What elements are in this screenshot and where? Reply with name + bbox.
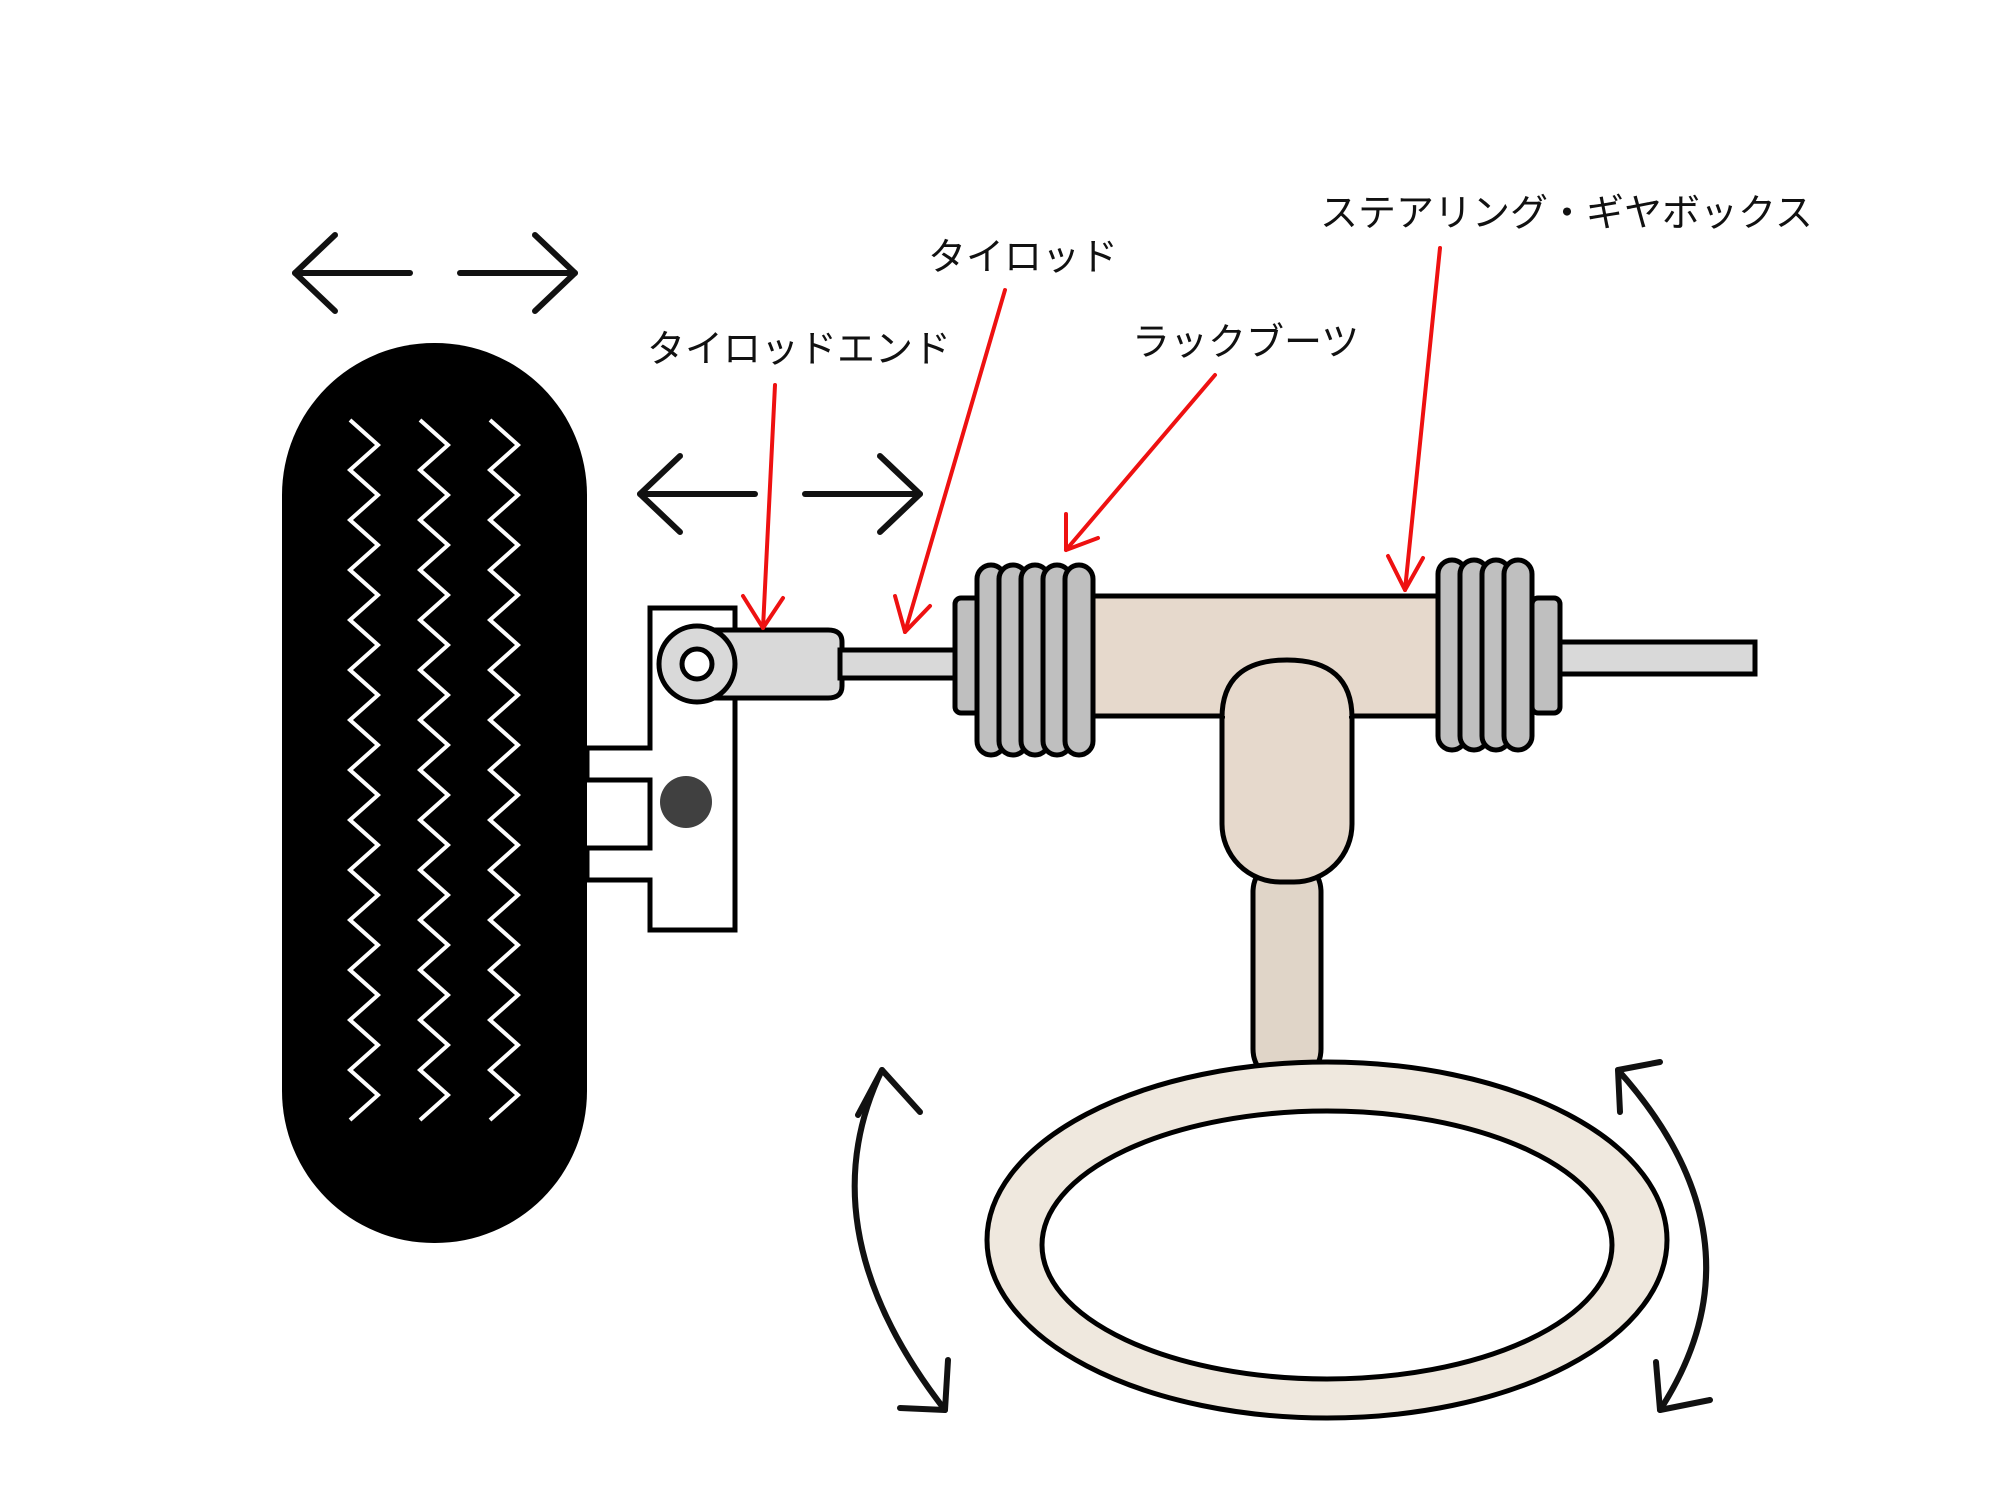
tire-tread	[346, 418, 522, 1122]
label-tie-rod: タイロッド	[928, 235, 1118, 279]
ball-joint-stud	[679, 646, 715, 682]
steering-wheel-inner	[1039, 1108, 1615, 1382]
tie-rod	[837, 647, 958, 681]
leader-steering-gearbox	[1386, 246, 1442, 592]
tire-body	[282, 343, 587, 1243]
leader-tie-rod-end	[741, 383, 785, 630]
steering-wheel	[984, 1059, 1670, 1421]
tread-groove-center	[416, 418, 452, 1122]
leader-lines	[741, 246, 1442, 634]
label-rack-boots: ラックブーツ	[1132, 320, 1359, 364]
tread-groove-right	[486, 418, 522, 1122]
rod-motion-arrow-icon	[637, 453, 923, 535]
shaft-lower	[1250, 855, 1324, 1086]
tread-groove-left	[346, 418, 382, 1122]
boot-right-rib-4	[1501, 557, 1535, 753]
label-tie-rod-end: タイロッドエンド	[647, 327, 951, 371]
boot-right-cap	[1529, 595, 1563, 716]
tie-rod-end	[656, 623, 845, 705]
rack-boot-left	[952, 562, 1096, 758]
knuckle-pivot-hole	[660, 776, 712, 828]
motion-arrows	[292, 232, 1713, 1413]
boot-left-rib-5	[1062, 562, 1096, 758]
rack-boot-right	[1435, 557, 1563, 753]
label-steering-gearbox: ステアリング・ギヤボックス	[1320, 191, 1813, 235]
pinion-housing-fill	[1225, 712, 1349, 732]
tire	[282, 343, 587, 1243]
pinion-housing	[1219, 657, 1355, 719]
leader-rack-boots	[1064, 373, 1217, 552]
wheel-rotation-left-arrow-icon	[851, 1067, 951, 1413]
wheel-rotation-right-arrow-icon	[1615, 1059, 1713, 1413]
leader-tie-rod	[893, 288, 1007, 634]
rack-rod-right	[1552, 639, 1758, 677]
wheel-motion-arrow-icon	[292, 232, 578, 314]
